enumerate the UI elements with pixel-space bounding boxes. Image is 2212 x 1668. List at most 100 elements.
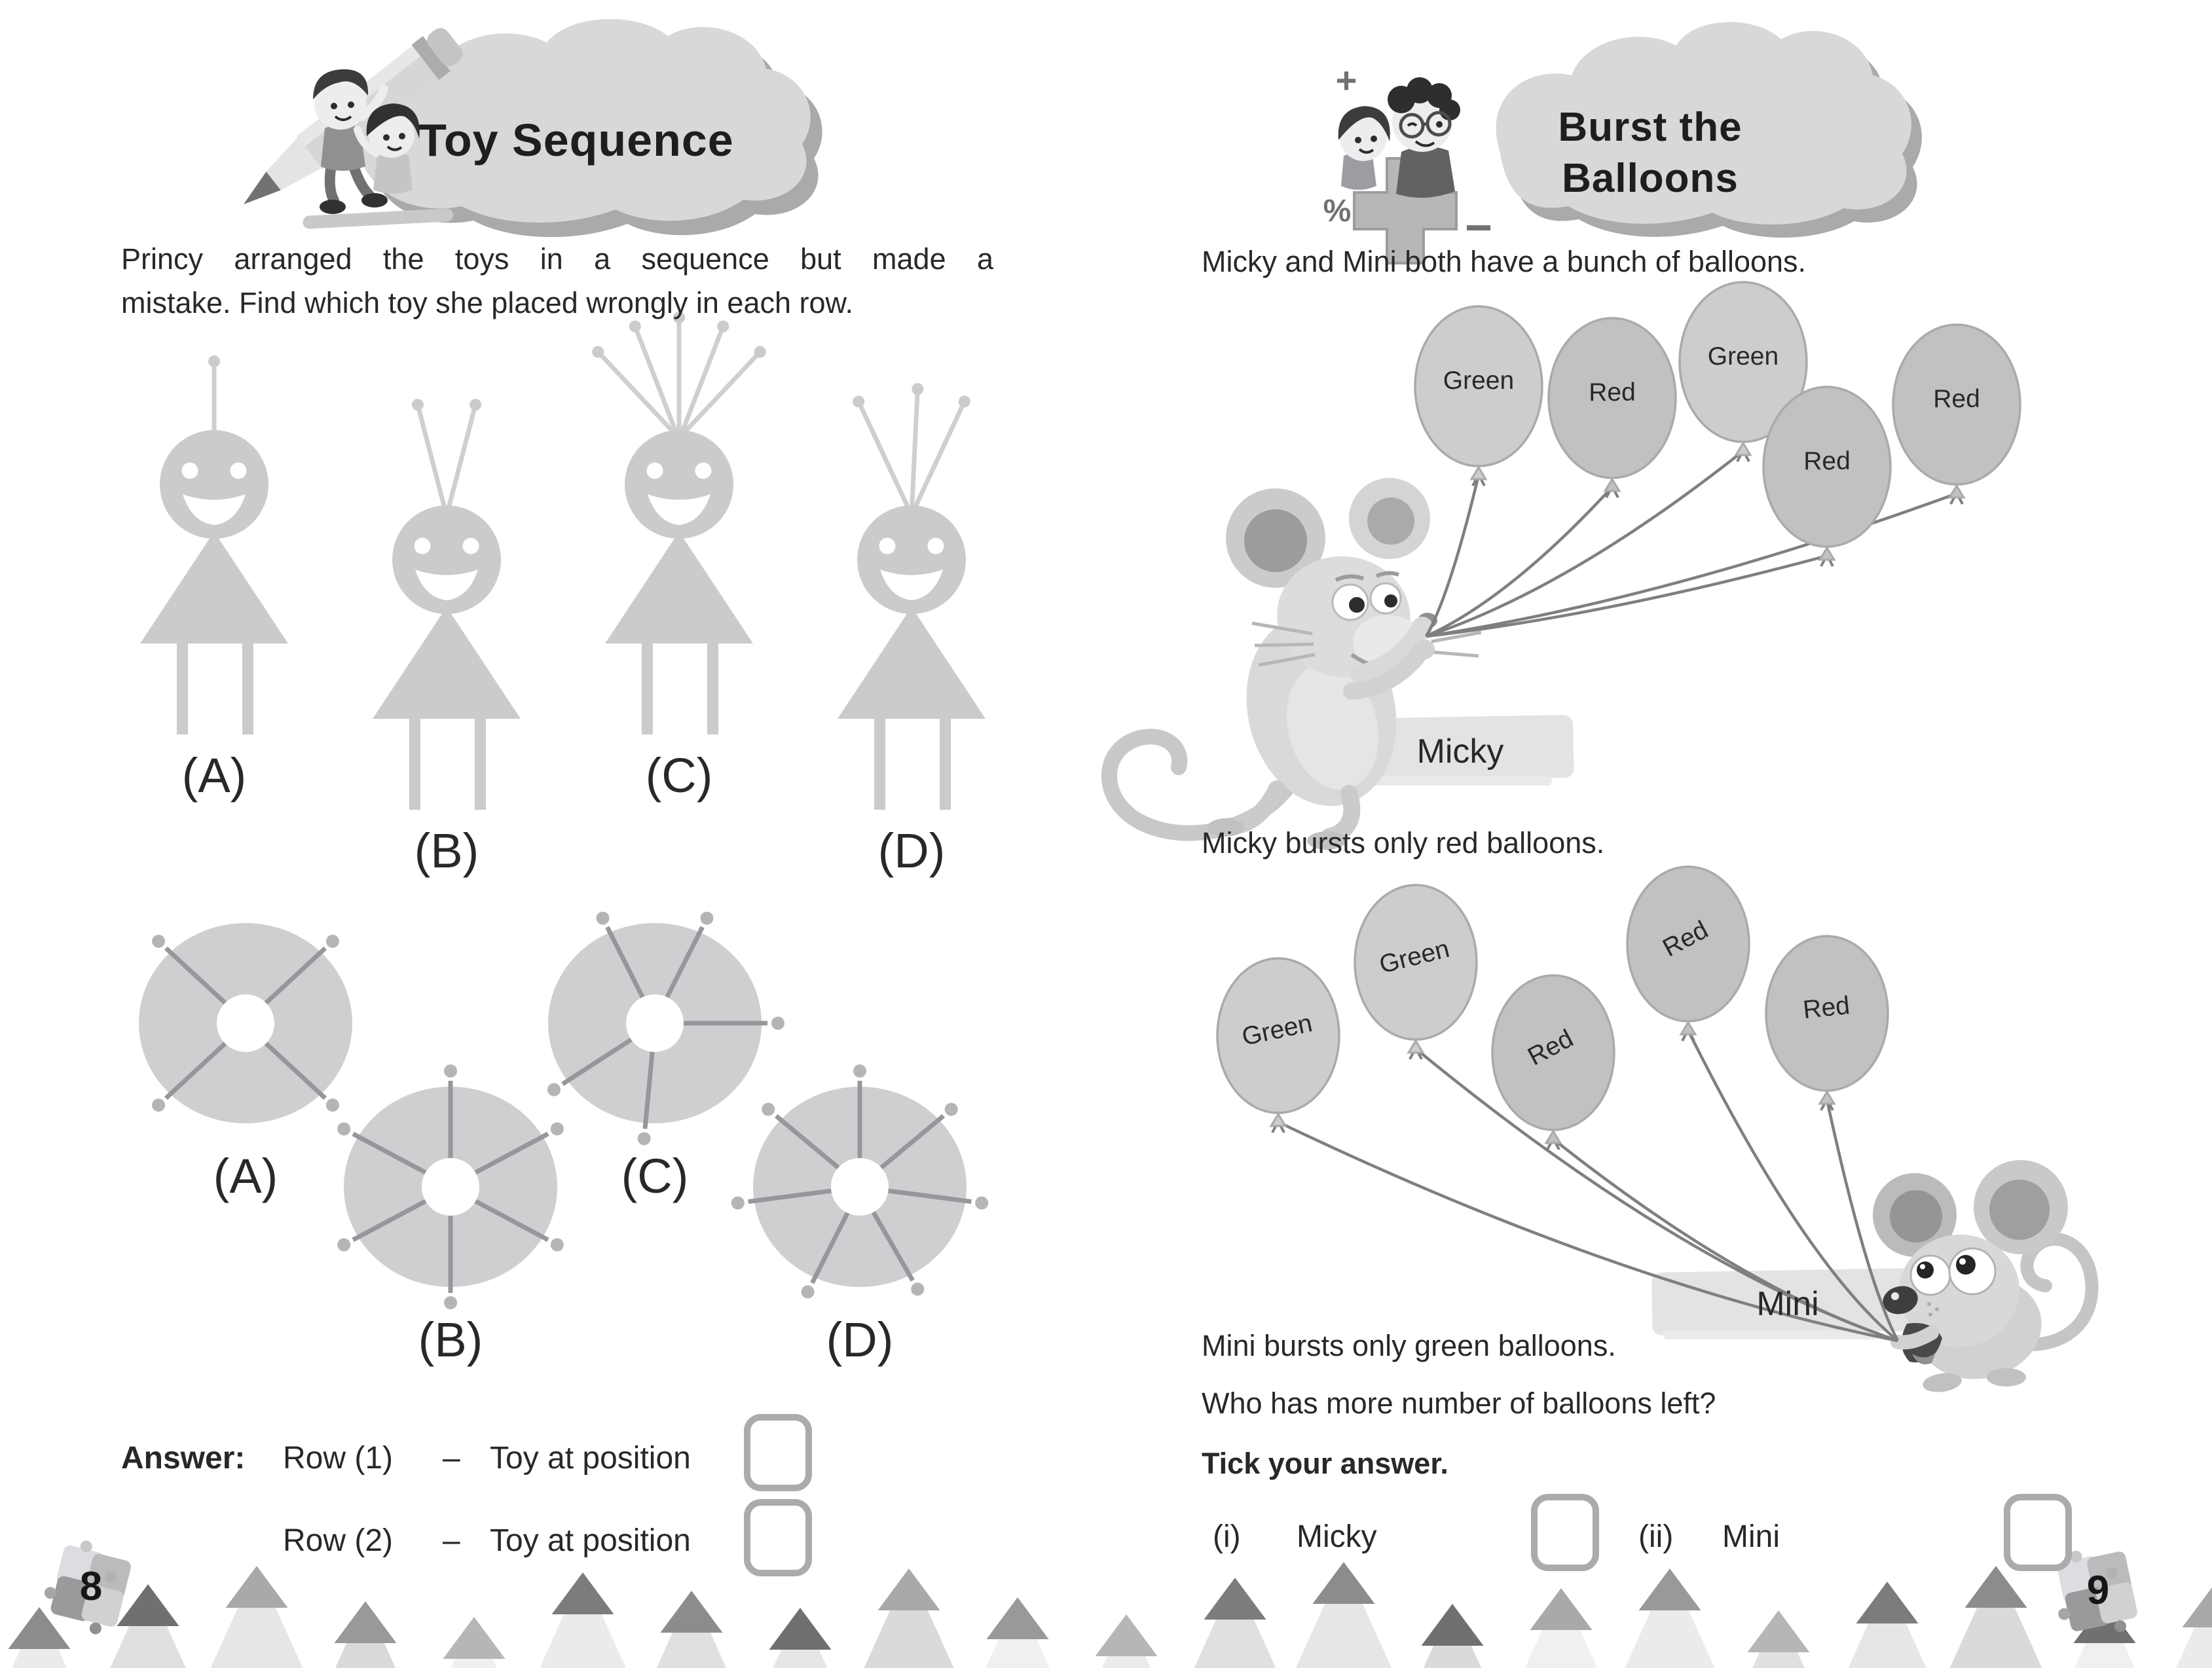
balloon-red: Red — [1547, 317, 1677, 492]
title-line-1: Burst the — [1558, 105, 1742, 150]
balloon-red: Red — [1762, 386, 1892, 561]
pencil-icon — [769, 1608, 832, 1668]
wheel-figure — [547, 911, 784, 1146]
pencil-icon — [8, 1607, 71, 1668]
pencil-icon — [1848, 1582, 1926, 1668]
pencil-icon — [864, 1568, 954, 1668]
balloon-red: Red — [1765, 935, 1889, 1105]
option-ii-numeral: (ii) — [1638, 1519, 1674, 1554]
balloon-string — [1552, 1138, 1898, 1343]
pencil-icon — [1295, 1562, 1392, 1668]
balloon-green: Green — [1354, 884, 1478, 1054]
pencil-icon — [656, 1591, 727, 1668]
pencil-icon — [443, 1617, 506, 1668]
puzzle-icon-page-9 — [2057, 1550, 2137, 1633]
wheel-figure — [139, 923, 352, 1123]
title-line-2: Balloons — [1562, 156, 1739, 201]
instruction-line-2: mistake. Find which toy she placed wrong… — [121, 286, 854, 319]
math-symbols-decor: +% − — [1323, 60, 1492, 254]
page-number-right: 9 — [2086, 1568, 2110, 1613]
option-i-numeral: (i) — [1213, 1519, 1241, 1554]
page-number-left: 8 — [79, 1564, 103, 1609]
pencil-icon — [210, 1566, 303, 1668]
kids-with-math-symbols-illustration: +% − — [1323, 60, 1492, 264]
wheel-figure — [731, 1064, 989, 1299]
pencil-icon — [1095, 1614, 1158, 1668]
balloon-label: Red — [1589, 378, 1636, 407]
mini-mouse-illustration — [1873, 1160, 2099, 1392]
pencil-icon — [986, 1597, 1050, 1668]
wheel-row-figures — [139, 911, 989, 1309]
balloon-green: Green — [1216, 957, 1340, 1127]
burst-balloons-header-cloud — [1496, 22, 1922, 238]
toy-sequence-header-cloud — [303, 19, 822, 238]
balloon-red: Red — [1491, 974, 1615, 1144]
micky-mouse-illustration — [1101, 478, 1482, 850]
answer-label: Answer: — [121, 1441, 246, 1476]
toy-figure — [373, 399, 521, 810]
micky-name-label: Micky — [1416, 733, 1504, 771]
math-symbol: + — [1336, 60, 1357, 101]
mini-name-highlight — [1651, 1268, 1921, 1339]
tick-instruction: Tick your answer. — [1202, 1447, 1448, 1480]
balloon-string — [1825, 1099, 1899, 1342]
balloon-red: Red — [1892, 323, 2021, 499]
balloon-label: Green — [1443, 367, 1514, 395]
page-title-burst-balloons: Burst the Balloons — [1486, 102, 1814, 204]
answer-row1-text: Toy at position — [490, 1441, 691, 1476]
question-text: Who has more number of balloons left? — [1202, 1387, 1716, 1420]
balloon-string — [1426, 486, 1613, 638]
answer-row2-text: Toy at position — [490, 1523, 691, 1558]
balloon-label: Green — [1708, 342, 1779, 371]
pencil-icon — [1524, 1588, 1598, 1668]
answer-row1-label: Row (1) — [283, 1441, 394, 1476]
answer-row1-input-box[interactable] — [744, 1414, 812, 1491]
mini-caption: Mini bursts only green balloons. — [1202, 1329, 1616, 1362]
wheel-label-a: (A) — [213, 1149, 278, 1203]
balloon-label: Red — [1933, 385, 1980, 413]
balloons-intro-text: Micky and Mini both have a bunch of ball… — [1202, 245, 1807, 278]
option-i-tick-box[interactable] — [1531, 1494, 1599, 1571]
micky-caption: Micky bursts only red balloons. — [1202, 826, 1605, 860]
balloon-string — [1426, 554, 1828, 638]
toy-label-c: (C) — [645, 748, 713, 803]
math-symbol: − — [1465, 202, 1492, 254]
toy-label-a: (A) — [181, 748, 247, 803]
page-title-toy-sequence: Toy Sequence — [418, 115, 734, 166]
instruction-line-1: Princy arranged the toys in a sequence b… — [121, 242, 993, 276]
answer-row2-dash: – — [443, 1523, 460, 1558]
pencil-border-footer — [8, 1562, 2212, 1668]
kids-on-pencil-illustration — [244, 27, 463, 214]
pencil-icon — [1625, 1568, 1715, 1668]
pencil-icon — [2176, 1587, 2212, 1668]
mini-balloon-strings — [1271, 1026, 1899, 1343]
mini-name-label: Mini — [1756, 1285, 1819, 1323]
wheel-figure — [337, 1064, 564, 1309]
option-ii-tick-box[interactable] — [2004, 1494, 2072, 1571]
toy-figure — [592, 312, 766, 734]
toy-figure — [140, 355, 288, 734]
answer-row2-label: Row (2) — [283, 1523, 394, 1558]
math-symbol: % — [1323, 194, 1352, 228]
answer-row2-input-box[interactable] — [744, 1499, 812, 1576]
toy-label-b: (B) — [414, 824, 479, 878]
wheel-label-d: (D) — [826, 1313, 894, 1367]
balloon-string — [1426, 450, 1744, 638]
balloon-green: Green — [1414, 305, 1543, 480]
micky-name-highlight — [1344, 715, 1574, 786]
balloon-label: Red — [1803, 447, 1851, 475]
pencil-icon — [1421, 1604, 1484, 1668]
balloon-string — [1425, 475, 1481, 638]
toy-sequence-instruction: Princy arranged the toys in a sequence b… — [121, 237, 993, 325]
toy-row-figures — [140, 312, 986, 810]
balloon-green: Green — [1678, 281, 1808, 456]
balloon-label: Red — [1801, 991, 1851, 1024]
pencil-icon — [110, 1584, 186, 1668]
toy-label-d: (D) — [877, 824, 946, 878]
wheel-label-b: (B) — [418, 1313, 483, 1367]
puzzle-icon-page-8 — [44, 1540, 131, 1635]
